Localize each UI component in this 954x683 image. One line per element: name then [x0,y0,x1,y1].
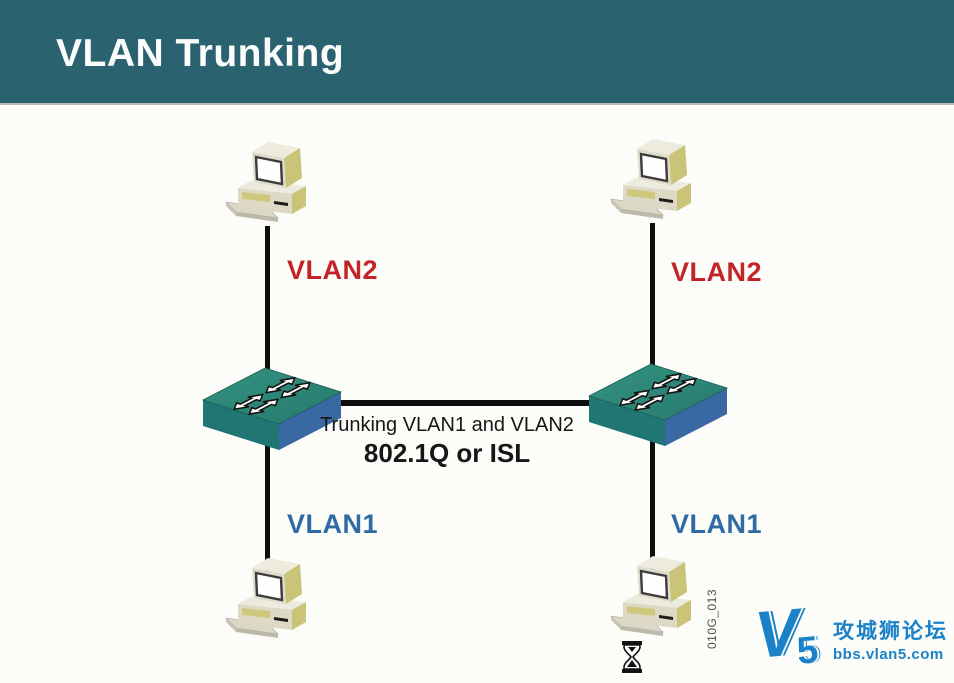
pc-icon [224,556,308,640]
vlan-label-top-right: VLAN2 [671,257,763,287]
link-pc-topright-to-switch [650,223,655,375]
v5-site-name: 攻城狮论坛 [833,620,948,644]
link-switch-to-pc-bottomright [650,435,655,575]
trunk-link [315,400,620,406]
figure-id: 010G_013 [705,588,719,650]
v5-logo-text: 攻城狮论坛 bbs.vlan5.com [833,620,948,663]
link-pc-topleft-to-switch [265,226,270,378]
hourglass-icon [621,641,643,673]
trunk-caption-line1: Trunking VLAN1 and VLAN2 [320,414,574,436]
page-title: VLAN Trunking [56,32,345,75]
v5-logo-5: 5 [795,629,820,673]
pc-icon [609,137,693,221]
v5-logo-v: V [751,594,803,672]
v5-site-url: bbs.vlan5.com [833,645,944,663]
v5-logo: V 5 攻城狮论坛 bbs.vlan5.com [752,594,951,681]
pc-icon [224,140,308,224]
slide-header: VLAN Trunking [0,0,954,105]
trunk-caption: Trunking VLAN1 and VLAN2 802.1Q or ISL [320,414,574,469]
link-switch-to-pc-bottomleft [265,438,270,578]
trunk-caption-line2: 802.1Q or ISL [363,438,531,468]
vlan-label-top-left: VLAN2 [287,255,379,285]
pc-icon [609,554,693,638]
v5-logo-mark: V 5 [752,594,831,680]
switch-icon [583,352,733,447]
vlan-label-bottom-right: VLAN1 [671,509,763,539]
vlan-label-bottom-left: VLAN1 [287,509,379,539]
